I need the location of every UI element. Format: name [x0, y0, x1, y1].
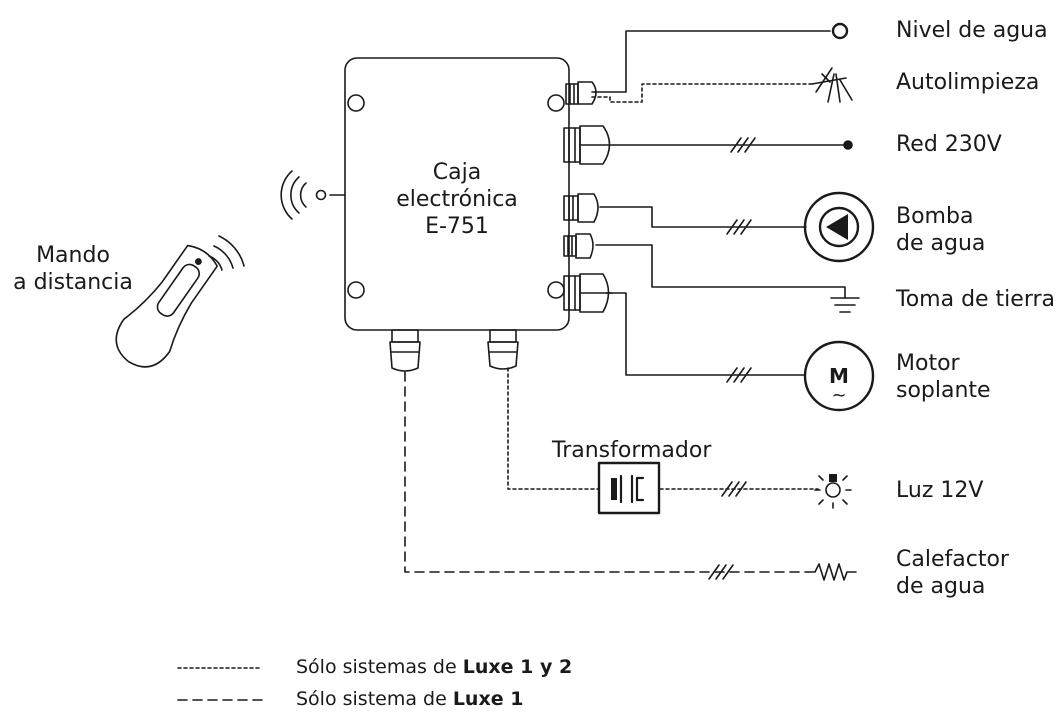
antenna-icon	[280, 170, 346, 220]
gland-icon	[563, 273, 613, 313]
gland-icon	[487, 329, 519, 370]
pump-icon	[803, 191, 875, 263]
wire-nivel-agua	[591, 30, 831, 93]
label-bomba: Bomba de agua	[896, 203, 985, 257]
label-line: de agua	[896, 231, 986, 256]
box-title-line: E-751	[425, 214, 489, 239]
legend-bold: Luxe 1 y 2	[462, 656, 573, 678]
label-line: Autolimpieza	[896, 70, 1040, 95]
box-title-line: Caja	[432, 160, 482, 185]
motor-symbol-sub: ~	[831, 385, 846, 406]
legend-text: Sólo sistema de	[296, 688, 453, 710]
wire-bomba	[599, 206, 807, 228]
label-transformador: Transformador	[552, 437, 711, 464]
box-title-line: electrónica	[396, 187, 518, 212]
remote-control-icon	[115, 235, 245, 368]
label-line: Nivel de agua	[896, 18, 1048, 43]
label-motor: Motor soplante	[896, 350, 991, 404]
label-line: Transformador	[552, 438, 712, 463]
motor-symbol-letter: M	[829, 364, 849, 388]
legend-bold: Luxe 1	[452, 688, 524, 710]
label-luz: Luz 12V	[896, 477, 983, 504]
valve-icon	[811, 67, 853, 103]
gland-icon	[389, 329, 421, 372]
remote-label-line: a distancia	[13, 270, 133, 295]
wire-transformador	[507, 367, 599, 490]
label-line: Luz 12V	[896, 478, 984, 503]
label-line: Red 230V	[896, 132, 1002, 157]
wire-autolimpieza	[591, 83, 813, 103]
mount-hole-icon	[347, 281, 365, 299]
gland-icon	[563, 125, 615, 165]
mount-hole-icon	[547, 281, 565, 299]
resistor-icon	[807, 563, 857, 581]
label-line: soplante	[896, 378, 991, 403]
gland-icon	[563, 193, 599, 223]
label-autolimpieza: Autolimpieza	[896, 69, 1039, 96]
dot-terminal-icon	[843, 140, 853, 150]
mount-hole-icon	[347, 94, 365, 112]
cable-marks-icon	[708, 137, 756, 580]
motor-icon	[803, 340, 875, 412]
label-nivel-agua: Nivel de agua	[896, 17, 1048, 44]
wire-tierra	[595, 244, 846, 299]
legend-item-dotted: Sólo sistemas de Luxe 1 y 2	[296, 656, 572, 678]
transformer-icon	[597, 461, 661, 515]
remote-label: Mando a distancia	[3, 242, 143, 296]
label-line: Calefactor	[896, 547, 1009, 572]
label-line: Motor	[896, 351, 960, 376]
gland-icon	[563, 233, 594, 259]
wire-motor	[605, 292, 805, 376]
lamp-icon	[814, 474, 852, 509]
electronic-box	[344, 57, 570, 331]
box-title: Caja electrónica E-751	[385, 159, 529, 240]
wire-calefactor	[404, 371, 809, 573]
label-line: de agua	[896, 574, 986, 599]
label-line: Toma de tierra	[896, 287, 1056, 312]
remote-label-line: Mando	[36, 243, 110, 268]
label-red: Red 230V	[896, 131, 1002, 158]
sensor-circle-icon	[831, 22, 849, 40]
ground-icon	[830, 297, 860, 313]
legend-text: Sólo sistemas de	[296, 656, 463, 678]
mount-hole-icon	[547, 94, 565, 112]
label-line: Bomba	[896, 204, 974, 229]
legend-item-dashed: Sólo sistema de Luxe 1	[296, 688, 523, 710]
label-tierra: Toma de tierra	[896, 286, 1055, 313]
gland-icon	[565, 81, 597, 105]
label-calefactor: Calefactor de agua	[896, 546, 1009, 600]
